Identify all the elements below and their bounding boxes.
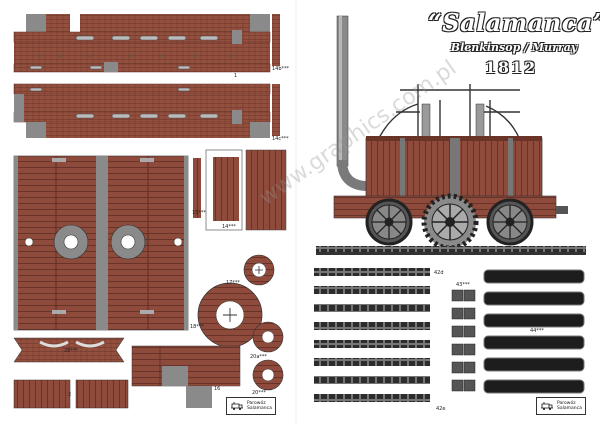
badge-line1: Parowóz	[557, 401, 576, 406]
badge-line1: Parowóz	[247, 401, 266, 406]
model-subtitle: Blenkinsop / Murray	[450, 41, 578, 54]
badge-line2: Salamanca	[557, 406, 582, 411]
part-15	[193, 158, 201, 218]
part-label-18: 18***	[190, 324, 204, 330]
disk-17-large	[197, 282, 263, 348]
part-label-17: 17***	[226, 280, 240, 286]
locomotive-icon	[541, 402, 553, 410]
small-tabs-42d	[314, 268, 430, 402]
part-label-2: 2	[68, 392, 72, 398]
disk-17-small	[243, 254, 275, 286]
part-label-14: 14***	[222, 224, 236, 230]
model-title: “Salamanca”	[428, 8, 600, 37]
disk-20a	[252, 321, 284, 353]
disk-20	[252, 359, 284, 391]
part-label-43: 43***	[456, 282, 470, 288]
part-16	[131, 345, 241, 408]
locomotive-icon	[231, 402, 243, 410]
part-label-1: 1	[234, 73, 238, 79]
frame-strip-lower	[13, 83, 280, 138]
badge-line2: Salamanca	[247, 406, 272, 411]
part-label-42e: 42e	[436, 406, 446, 412]
springs-44	[483, 269, 585, 394]
model-year: 1812	[484, 58, 538, 77]
part-label-14c: 14c***	[272, 136, 289, 142]
part-14	[205, 149, 243, 231]
frame-strip-upper	[13, 14, 280, 73]
part-label-42d: 42d	[434, 270, 444, 276]
part-label-28: 28***	[64, 348, 78, 354]
cog-wheel	[421, 193, 479, 251]
part-2	[13, 379, 129, 409]
part-label-20a: 20a***	[250, 354, 267, 360]
part-14-side	[245, 149, 287, 231]
part-label-20: 20***	[252, 390, 266, 396]
part-label-14b: 14b***	[272, 66, 290, 72]
part-label-44: 44***	[530, 328, 544, 334]
locomotive-illustration	[316, 15, 586, 255]
part-label-15: 15***	[192, 210, 206, 216]
part-28	[13, 337, 125, 363]
floor-panel	[13, 155, 189, 331]
part-label-16: 16	[214, 386, 221, 392]
axle-boxes-43	[451, 289, 476, 392]
